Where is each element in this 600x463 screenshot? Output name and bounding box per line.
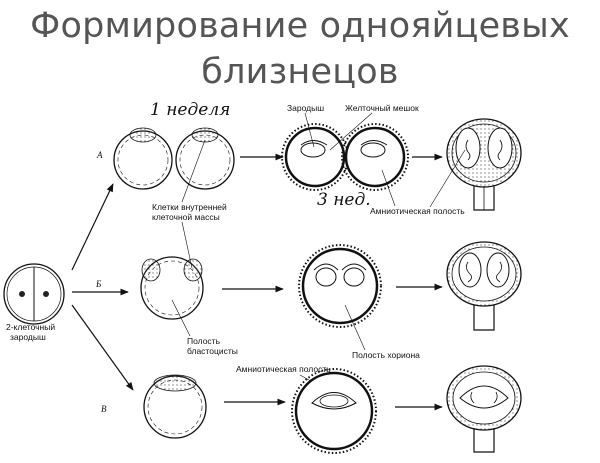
row-b-fetus-stage xyxy=(446,241,522,331)
row-label-c: В xyxy=(101,404,107,414)
label-inner-cell-mass-line1: Клетки внутренней xyxy=(152,202,227,212)
row-a-fetus-stage xyxy=(446,118,522,211)
page-title-line2: близнецов xyxy=(201,52,399,92)
row-a-embryo-1 xyxy=(281,123,349,191)
label-yolk-sac: Желточный мешок xyxy=(345,103,419,113)
label-two-cell-line1: 2-клеточный xyxy=(6,322,55,332)
row-c-fetus-stage xyxy=(446,365,522,453)
row-c-blastocyst xyxy=(143,374,207,439)
label-blastocyst-cavity-line2: бластоцисты xyxy=(187,346,238,356)
two-cell-embryo xyxy=(3,263,65,325)
label-embryo: Зародыш xyxy=(287,103,324,113)
row-a-blastocyst-1 xyxy=(113,127,173,190)
row-a-blastocyst-2 xyxy=(175,127,235,190)
handwritten-week3: 3 нед. xyxy=(317,190,371,210)
row-c-embryo xyxy=(291,368,377,454)
arrow-to-row-c xyxy=(71,304,134,391)
page-title-line1: Формирование однояйцевых xyxy=(30,6,570,46)
label-chorion-cavity: Полость хориона xyxy=(352,350,420,360)
label-inner-cell-mass-line2: клеточной массы xyxy=(152,212,220,222)
row-label-a: А xyxy=(96,150,103,160)
label-two-cell-line2: зародыш xyxy=(10,332,46,342)
label-amniotic-cavity-top: Амниотическая полость xyxy=(370,206,465,216)
row-b-blastocyst xyxy=(140,256,204,320)
row-b-embryo xyxy=(298,244,382,328)
arrow-to-row-a xyxy=(71,183,114,271)
row-label-b: Б xyxy=(95,279,102,289)
row-a-embryo-2 xyxy=(341,123,409,191)
label-amniotic-cavity-bottom: Амниотическая полость xyxy=(236,364,331,374)
label-blastocyst-cavity-line1: Полость xyxy=(187,336,221,346)
handwritten-week1: 1 неделя xyxy=(150,100,230,120)
